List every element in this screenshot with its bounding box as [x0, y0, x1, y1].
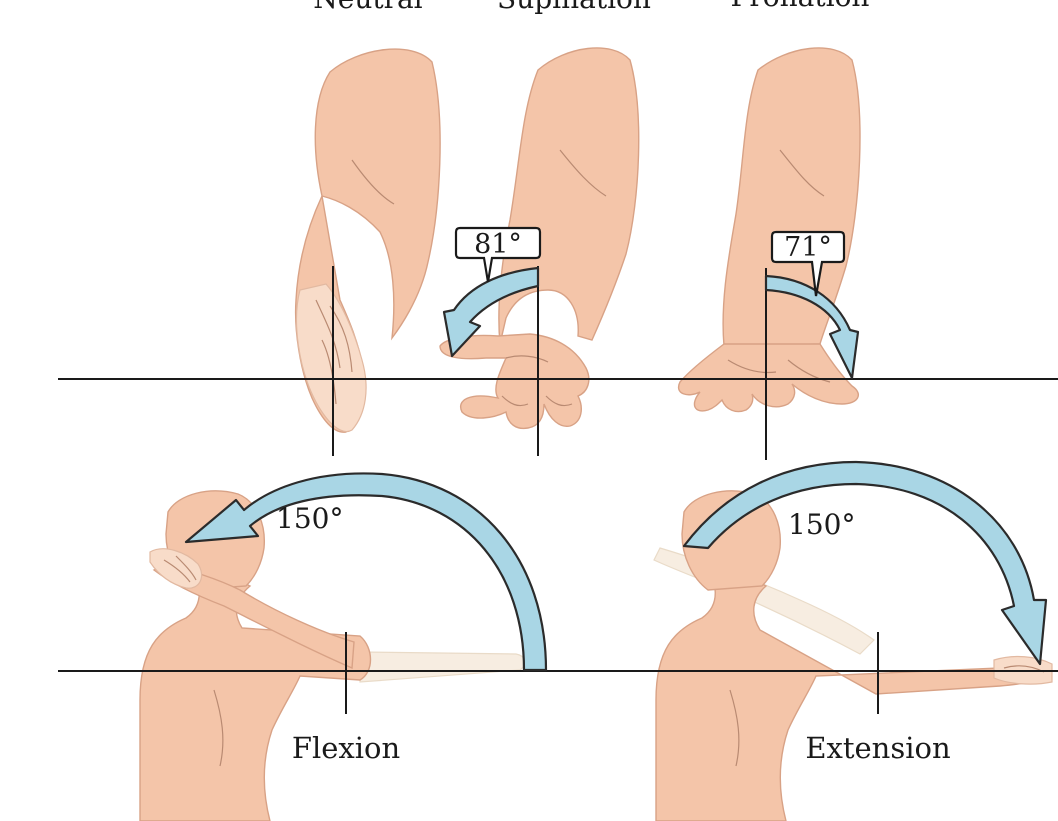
pronation-arm: [679, 48, 860, 412]
extension-angle-label: 150°: [788, 508, 855, 541]
supination-angle-label: 81°: [474, 229, 522, 260]
pronation-heading: Pronation: [731, 0, 870, 13]
neutral-heading: Neutral: [313, 0, 422, 15]
pronation-angle-label: 71°: [784, 232, 832, 263]
supination-heading: Supination: [497, 0, 651, 15]
neutral-arm: [296, 49, 440, 432]
extension-label: Extension: [805, 731, 950, 765]
flexion-angle-label: 150°: [276, 502, 343, 535]
flexion-label: Flexion: [292, 731, 400, 765]
